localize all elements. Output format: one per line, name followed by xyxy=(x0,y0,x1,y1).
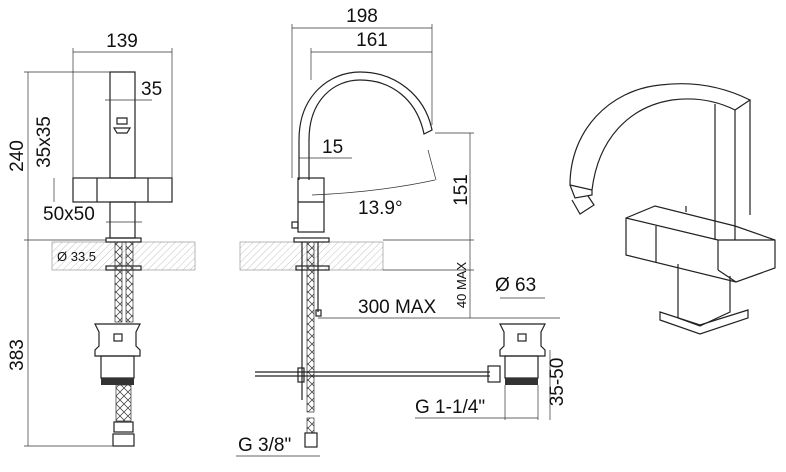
front-view: 139 35 240 35x35 50x50 Ø 33.5 383 xyxy=(7,31,196,447)
dim-reach-spout: 161 xyxy=(356,30,388,51)
pop-up-knob xyxy=(291,221,299,229)
dim-waste-thread: G 1-1/4" xyxy=(415,397,485,418)
dim-offset: 15 xyxy=(322,137,343,158)
dim-rod-length: 300 MAX xyxy=(358,297,436,318)
hose-left xyxy=(114,241,123,323)
countertop-section xyxy=(51,241,196,271)
waste-thread xyxy=(101,378,134,385)
dim-angle: 13.9° xyxy=(358,198,403,219)
dim-spout-width: 35 xyxy=(141,79,162,100)
dim-width: 139 xyxy=(106,31,138,52)
dim-spout-height: 151 xyxy=(451,174,472,206)
waste-valve xyxy=(94,323,141,357)
dim-column: 35x35 xyxy=(34,116,55,168)
perspective-view xyxy=(569,83,776,335)
base-3d xyxy=(677,264,731,327)
dim-below-height: 383 xyxy=(7,339,28,371)
dim-deck-thickness: 40 MAX xyxy=(454,262,469,309)
plate-3d xyxy=(659,309,749,335)
aerator xyxy=(112,117,132,134)
dim-height: 240 xyxy=(7,140,28,172)
faucet-body xyxy=(297,177,325,233)
hose-right xyxy=(125,241,134,323)
waste-valve xyxy=(499,323,546,357)
aerator-3d xyxy=(571,195,595,215)
dim-waste-adjust: 35-50 xyxy=(547,358,568,407)
handle-block-3d xyxy=(625,205,776,283)
side-view: 198 161 15 13.9° 151 40 MAX 300 MAX Ø 63… xyxy=(236,6,568,457)
dim-reach-total: 198 xyxy=(346,6,378,27)
dim-base: 50x50 xyxy=(43,204,95,225)
handle-block xyxy=(72,177,173,203)
hose-nut xyxy=(112,433,135,447)
hose xyxy=(306,241,315,413)
dim-hose-thread: G 3/8" xyxy=(238,435,291,456)
dim-waste-diameter: Ø 63 xyxy=(495,275,536,296)
faucet-base xyxy=(109,201,136,239)
spout xyxy=(298,71,433,180)
dim-hole-diameter: Ø 33.5 xyxy=(57,249,96,264)
faucet-column xyxy=(109,71,136,179)
spout-3d xyxy=(569,83,752,191)
